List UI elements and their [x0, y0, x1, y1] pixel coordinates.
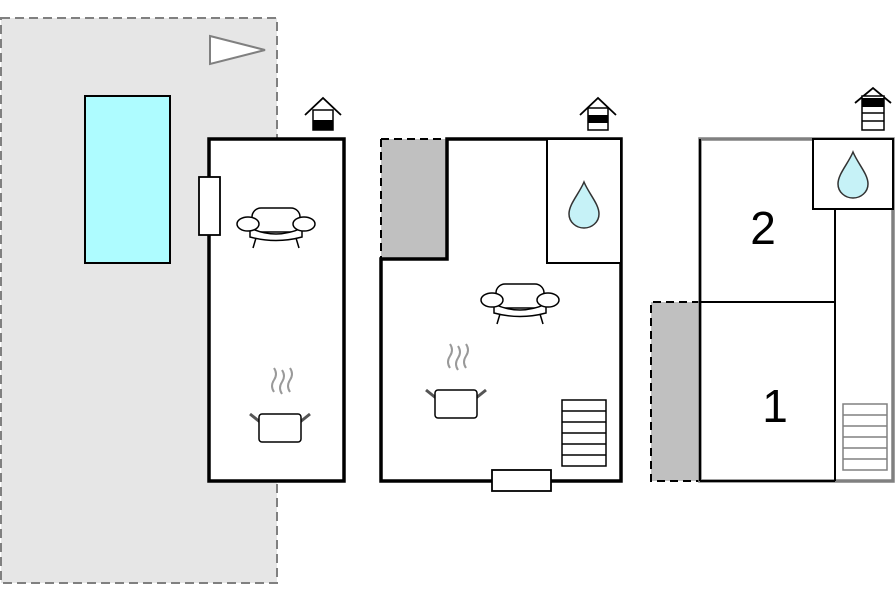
- plan-ground-floor: [198, 96, 346, 483]
- plan-second-floor: 2 1: [650, 86, 895, 483]
- floor-level-icon: [854, 86, 892, 131]
- bedroom-2-label: 2: [750, 202, 776, 254]
- bedroom-1-label: 1: [762, 380, 788, 432]
- balcony-area: [380, 138, 447, 259]
- swimming-pool: [84, 95, 171, 264]
- balcony-area: [650, 301, 700, 482]
- floor-level-icon: [579, 96, 617, 131]
- north-arrow-icon: [209, 34, 266, 66]
- stairs-icon: [842, 403, 888, 471]
- door: [198, 176, 221, 236]
- floor-level-icon: [304, 96, 342, 131]
- stairs-icon: [561, 399, 607, 467]
- plan-first-floor: [379, 96, 623, 492]
- entrance-door: [491, 469, 552, 492]
